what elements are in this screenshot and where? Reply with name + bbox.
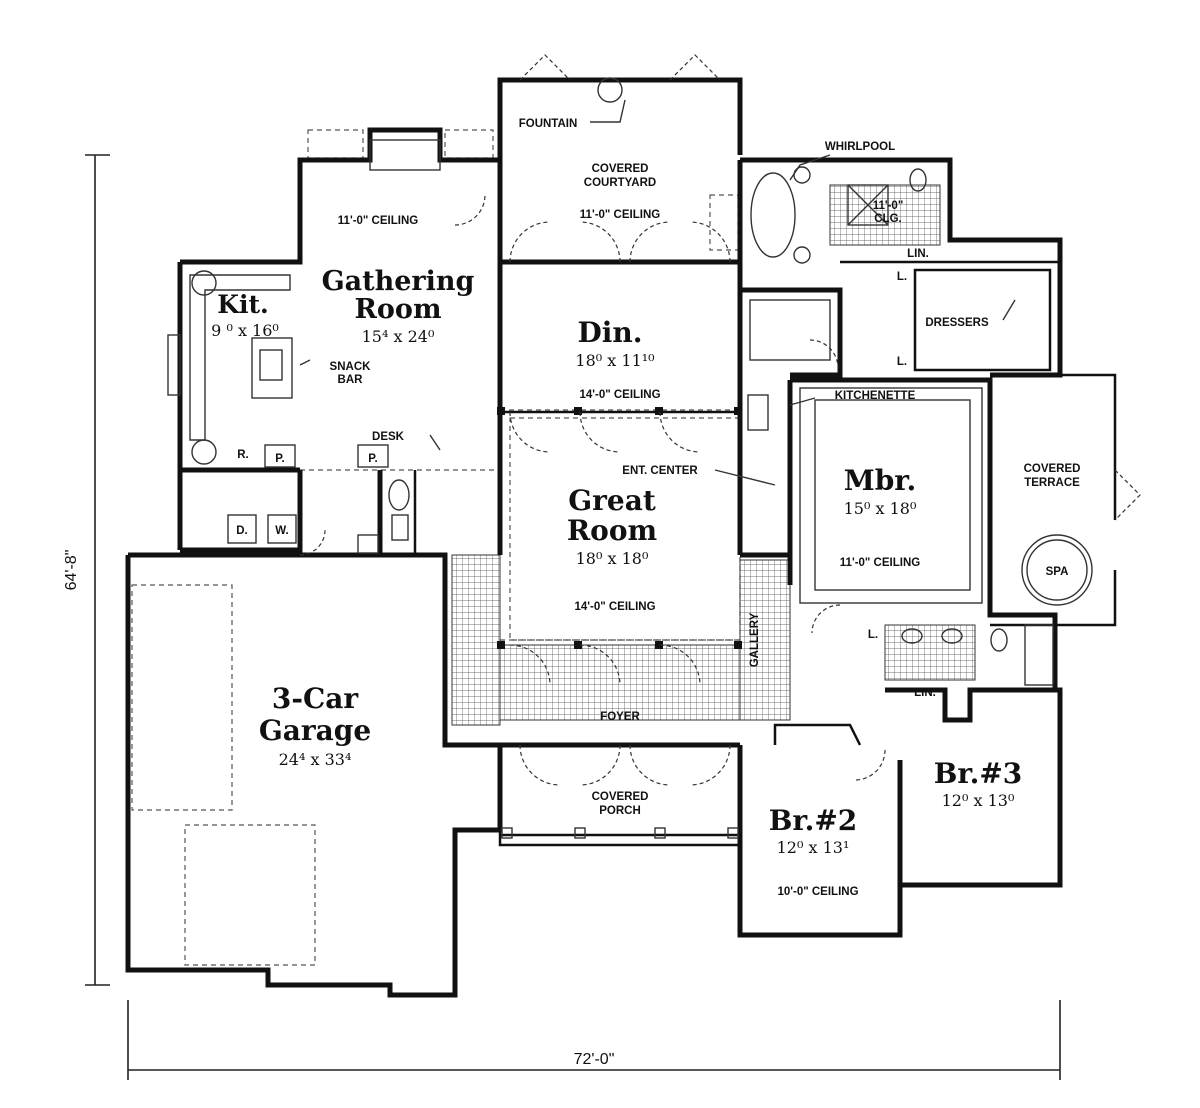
- dressers-label: DRESSERS: [925, 317, 989, 329]
- kitchen-size: 9 ⁰ x 16⁰: [211, 321, 279, 340]
- snack-bar-label: SNACK: [330, 361, 372, 373]
- dryer-label: D.: [236, 525, 248, 537]
- master-bath-ceiling-2: CLG.: [874, 213, 901, 225]
- room-labels: Gathering Room 15⁴ x 24⁰ 11'-0" CEILING …: [211, 118, 1080, 898]
- bedroom-3-title: Br.#3: [934, 757, 1023, 790]
- bath-l-label: L.: [868, 629, 878, 641]
- kitchenette-label: KITCHENETTE: [835, 390, 916, 402]
- pantry-label-2: P.: [368, 453, 377, 465]
- garage-size: 24⁴ x 33⁴: [279, 750, 352, 769]
- garage-title-2: Garage: [259, 714, 371, 747]
- courtyard-title-2: COURTYARD: [584, 177, 656, 189]
- overall-dimensions: 64'-8" 72'-0": [63, 154, 1061, 1080]
- terrace-title-2: TERRACE: [1024, 477, 1080, 489]
- master-linen-label: LIN.: [907, 248, 929, 260]
- gathering-room-ceiling: 11'-0" CEILING: [338, 215, 418, 227]
- great-room-title-2: Room: [567, 514, 657, 547]
- spa-label: SPA: [1046, 566, 1069, 578]
- gathering-room-size: 15⁴ x 24⁰: [362, 327, 435, 346]
- porch-title: COVERED: [592, 791, 649, 803]
- columns: [497, 407, 742, 649]
- gathering-room-title-2: Room: [354, 294, 441, 325]
- bedroom-2-ceiling: 10'-0" CEILING: [777, 886, 858, 898]
- hall-linen-label: LIN.: [914, 687, 936, 699]
- fountain-label: FOUNTAIN: [519, 118, 578, 130]
- great-room-ceiling: 14'-0" CEILING: [574, 601, 655, 613]
- leader-lines: [299, 99, 1016, 486]
- whirlpool-tub: [750, 172, 796, 258]
- width-dimension: 72'-0": [574, 1051, 615, 1068]
- dining-title: Din.: [577, 316, 642, 349]
- terrace-title: COVERED: [1024, 463, 1081, 475]
- fountain: [597, 77, 623, 103]
- foyer-label: FOYER: [600, 711, 640, 723]
- linen-l-label-2: L.: [897, 356, 907, 368]
- fixtures: [167, 77, 1093, 839]
- courtyard-title: COVERED: [592, 163, 649, 175]
- master-bedroom-size: 15⁰ x 18⁰: [844, 499, 917, 518]
- gathering-room-title: Gathering: [322, 266, 475, 297]
- master-bedroom-title: Mbr.: [844, 464, 917, 497]
- refrigerator-label: R.: [237, 449, 249, 461]
- porch-title-2: PORCH: [599, 805, 641, 817]
- great-room-title: Great: [568, 484, 656, 517]
- bedroom-2-title: Br.#2: [769, 804, 858, 837]
- height-dimension: 64'-8": [63, 550, 80, 591]
- washer-label: W.: [275, 525, 288, 537]
- pantry-label: P.: [275, 453, 284, 465]
- courtyard-ceiling: 11'-0" CEILING: [580, 209, 660, 221]
- door-swings: [299, 54, 1141, 786]
- dining-size: 18⁰ x 11¹⁰: [575, 351, 654, 370]
- kitchen-title: Kit.: [217, 290, 268, 319]
- ent-center-label: ENT. CENTER: [622, 465, 698, 477]
- dining-ceiling: 14'-0" CEILING: [579, 389, 660, 401]
- gallery-label: GALLERY: [749, 612, 761, 667]
- desk-label: DESK: [372, 431, 405, 443]
- bedroom-3-size: 12⁰ x 13⁰: [942, 791, 1015, 810]
- great-room-size: 18⁰ x 18⁰: [576, 549, 649, 568]
- linen-l-label: L.: [897, 271, 907, 283]
- snack-bar-label-2: BAR: [338, 374, 364, 386]
- tile-floors: [451, 184, 976, 726]
- garage-title: 3-Car: [272, 682, 360, 715]
- master-bath-ceiling: 11'-0": [873, 200, 904, 212]
- whirlpool-label: WHIRLPOOL: [825, 141, 895, 153]
- spa-tub: [1021, 534, 1093, 606]
- master-bedroom-ceiling: 11'-0" CEILING: [840, 557, 920, 569]
- bedroom-2-size: 12⁰ x 13¹: [777, 838, 850, 857]
